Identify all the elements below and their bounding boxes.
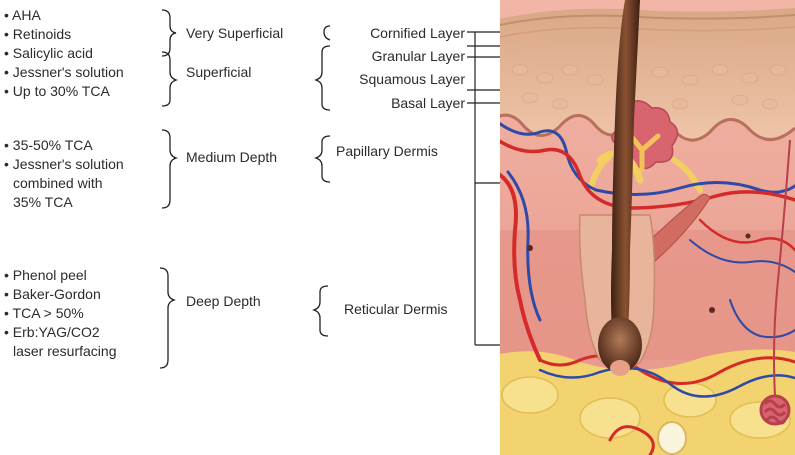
treatments-deep: • Phenol peel • Baker-Gordon • TCA > 50%…	[4, 266, 117, 361]
list-item: • Jessner's solution	[4, 155, 124, 174]
list-item: • Retinoids	[4, 25, 124, 44]
layer-label-papillary-dermis: Papillary Dermis	[336, 142, 438, 160]
list-item-continuation: laser resurfacing	[4, 342, 117, 361]
list-item-continuation: 35% TCA	[4, 193, 124, 212]
list-item: • Erb:YAG/CO2	[4, 323, 117, 342]
layer-connector-lines	[467, 32, 500, 345]
list-item: • Up to 30% TCA	[4, 82, 124, 101]
treatments-medium: • 35-50% TCA • Jessner's solution combin…	[4, 136, 124, 212]
list-item: • 35-50% TCA	[4, 136, 124, 155]
list-item: • Phenol peel	[4, 266, 117, 285]
list-item: • Jessner's solution	[4, 63, 124, 82]
layer-label-cornified: Cornified Layer	[370, 24, 465, 42]
list-item: • TCA > 50%	[4, 304, 117, 323]
layer-label-reticular-dermis: Reticular Dermis	[344, 300, 447, 318]
depth-label-medium: Medium Depth	[186, 148, 277, 166]
depth-label-deep: Deep Depth	[186, 292, 261, 310]
list-item: • AHA	[4, 6, 124, 25]
layer-label-basal: Basal Layer	[391, 94, 465, 112]
list-item-continuation: combined with	[4, 174, 124, 193]
layer-label-granular: Granular Layer	[372, 47, 465, 65]
treatments-superficial: • AHA • Retinoids • Salicylic acid • Jes…	[4, 6, 124, 101]
list-item: • Salicylic acid	[4, 44, 124, 63]
list-item: • Baker-Gordon	[4, 285, 117, 304]
layer-label-squamous: Squamous Layer	[359, 70, 465, 88]
depth-label-very-superficial: Very Superficial	[186, 24, 283, 42]
depth-label-superficial: Superficial	[186, 63, 251, 81]
